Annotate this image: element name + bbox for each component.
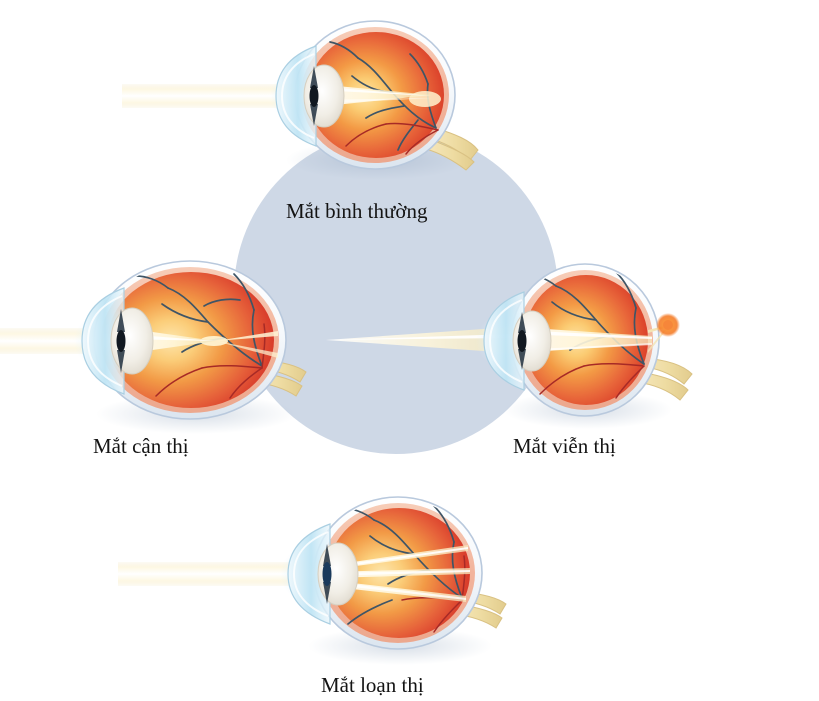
incoming-light-beam	[326, 327, 512, 353]
diverging-ray-upper	[216, 331, 278, 341]
optic-nerve-lower	[425, 139, 475, 171]
pupil	[322, 562, 332, 586]
myopia-eye-label: Mắt cận thị	[93, 434, 189, 458]
retinal-vessels-red	[345, 122, 439, 155]
retinal-vessels-red	[539, 362, 645, 399]
cornea-highlight	[280, 53, 315, 139]
astig-ray-core-upper	[326, 547, 468, 569]
pupil	[517, 330, 527, 352]
astig-ray-core-middle	[326, 570, 470, 576]
focal-point-core	[663, 320, 673, 330]
iris-lower	[117, 350, 125, 373]
iris-upper	[117, 309, 125, 332]
hyperopia-eye	[326, 263, 693, 429]
iris-upper	[310, 66, 318, 88]
cornea-highlight	[292, 531, 329, 617]
iris-lower	[323, 582, 331, 604]
astigmatism-eye-label: Mắt loạn thị	[321, 673, 424, 697]
iris-lower	[310, 104, 318, 126]
refracted-ray-lower	[316, 98, 432, 104]
center-circle	[234, 130, 558, 454]
myopia-eye	[0, 260, 307, 434]
cornea	[483, 291, 525, 391]
cornea-highlight	[86, 295, 123, 387]
astigmatism-eye	[118, 496, 507, 665]
cornea	[287, 523, 331, 625]
refracted-ray-upper	[316, 86, 432, 96]
retinal-vessels	[329, 41, 437, 151]
backdrop-group	[234, 130, 558, 454]
pupil	[309, 85, 319, 107]
iris-lower	[518, 349, 526, 370]
iris-upper	[323, 544, 331, 566]
normal-eye	[122, 20, 479, 180]
hyperopia-eye-label: Mắt viễn thị	[513, 434, 616, 458]
cornea	[275, 45, 317, 147]
incoming-beam-core	[326, 334, 512, 340]
astig-ray-core-lower	[326, 581, 466, 600]
cornea-highlight	[488, 299, 523, 383]
cornea	[81, 287, 125, 395]
diverging-ray-lower	[216, 341, 278, 358]
normal-eye-label: Mắt bình thường	[286, 199, 428, 223]
retinal-vessels-red	[155, 323, 266, 399]
pupil	[116, 330, 126, 352]
iris-upper	[518, 312, 526, 333]
